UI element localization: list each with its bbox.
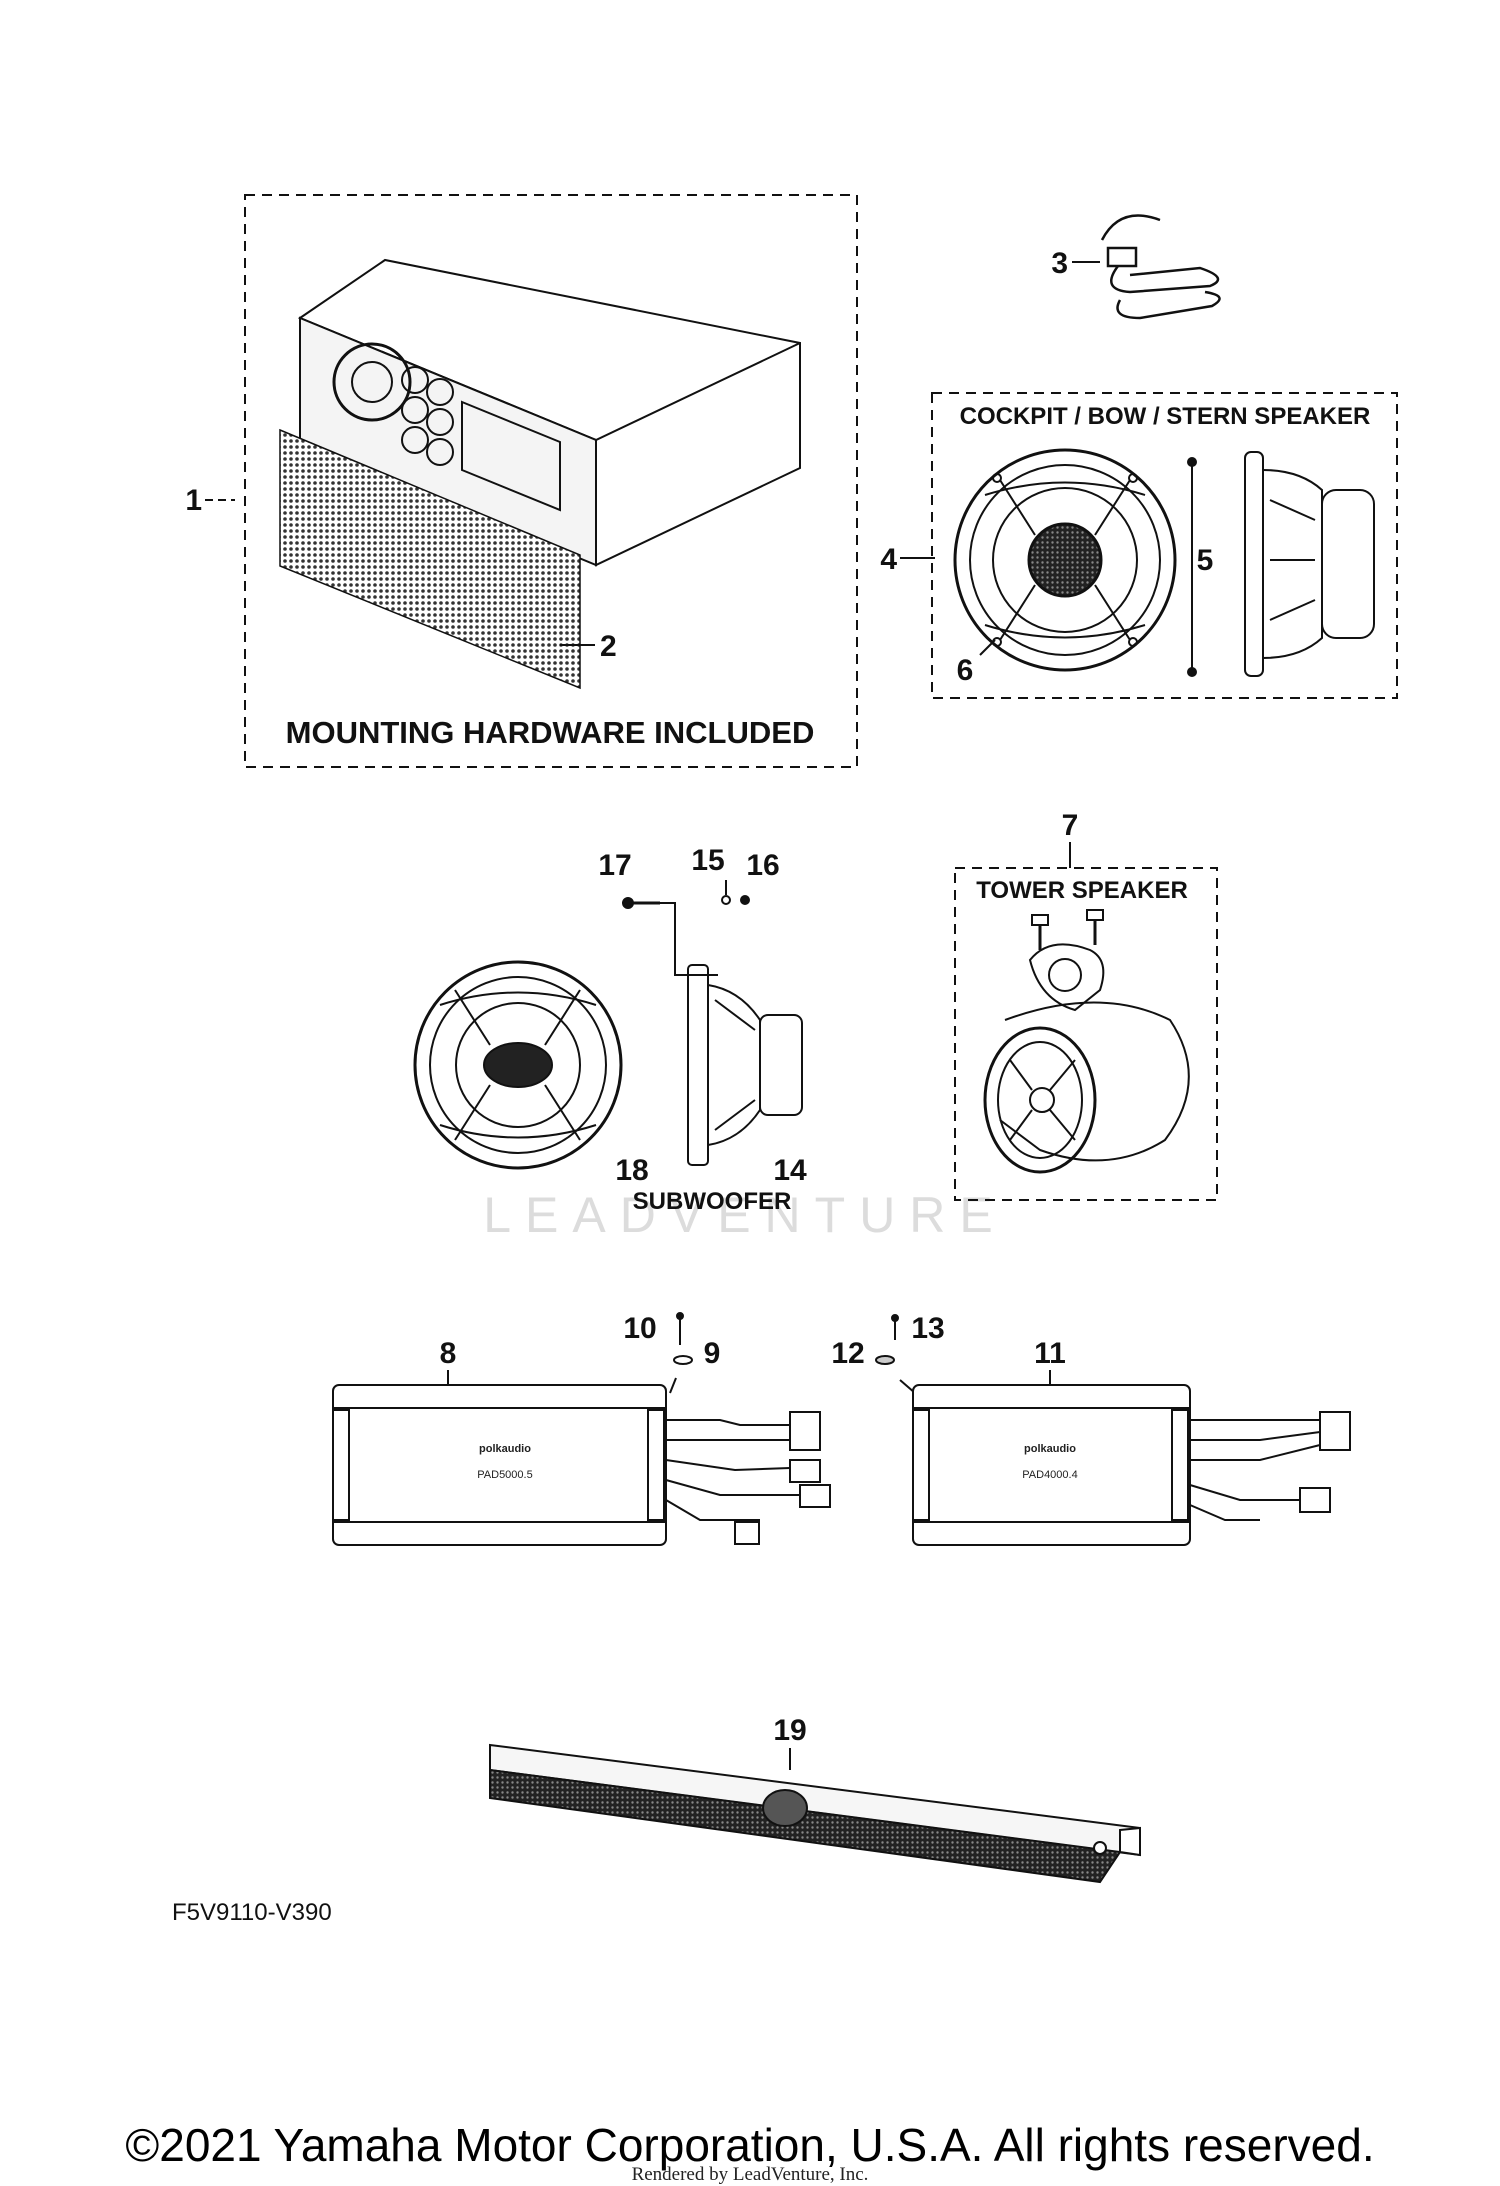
caption-mounting-hardware: MOUNTING HARDWARE INCLUDED [286,715,815,750]
head-unit-group [244,194,858,768]
callout-15: 15 [691,844,724,877]
caption-tower-speaker: TOWER SPEAKER [976,877,1188,904]
trim-grille [279,428,581,690]
callout-19: 19 [773,1714,806,1747]
callout-2: 2 [600,630,617,663]
copyright-notice: ©2021 Yamaha Motor Corporation, U.S.A. A… [125,2119,1375,2171]
mounting-screws [1187,457,1197,677]
callout-8: 8 [440,1337,457,1370]
callout-12: 12 [831,1337,864,1370]
watermark: LEADVENTURE [483,1187,1007,1243]
diagram-code: F5V9110-V390 [172,1899,332,1926]
amp-right-model: PAD4000.4 [1022,1469,1077,1481]
rendered-by-notice: Rendered by LeadVenture, Inc. [631,2164,869,2185]
tower-speaker [983,909,1190,1174]
callout-4: 4 [880,543,897,576]
volume-knob-icon [332,342,412,422]
callout-14: 14 [773,1154,807,1187]
amp-left-brand: polkaudio [479,1443,531,1455]
cockpit-speaker-side [1244,451,1375,677]
callout-9: 9 [704,1337,721,1370]
cockpit-speaker-front [953,448,1177,672]
amp-right-brand: polkaudio [1024,1443,1076,1455]
soundbar [489,1743,1141,1884]
harness-clip [1100,214,1221,320]
callout-5: 5 [1197,544,1214,577]
head-unit-screen [461,400,561,512]
caption-subwoofer: SUBWOOFER [633,1188,792,1215]
callout-1: 1 [185,484,202,517]
subwoofer-hardware [622,880,750,976]
amp-left-model: PAD5000.5 [477,1469,532,1481]
subwoofer-side [687,964,803,1166]
callout-17: 17 [598,849,631,882]
subwoofer-front [413,960,623,1170]
amplifier-right [912,1384,1351,1546]
tower-speaker-box [954,867,1218,1201]
callout-16: 16 [746,849,779,882]
cockpit-speaker-box [931,392,1398,699]
caption-cockpit-speaker: COCKPIT / BOW / STERN SPEAKER [960,403,1371,430]
callout-7: 7 [1062,809,1079,842]
callout-3: 3 [1051,247,1068,280]
head-unit-kit-box [244,194,858,768]
callout-18: 18 [615,1154,648,1187]
callout-6: 6 [957,654,974,687]
callout-10: 10 [623,1312,656,1345]
amplifier-left [332,1384,831,1546]
callout-13: 13 [911,1312,944,1345]
callout-11: 11 [1034,1337,1066,1370]
